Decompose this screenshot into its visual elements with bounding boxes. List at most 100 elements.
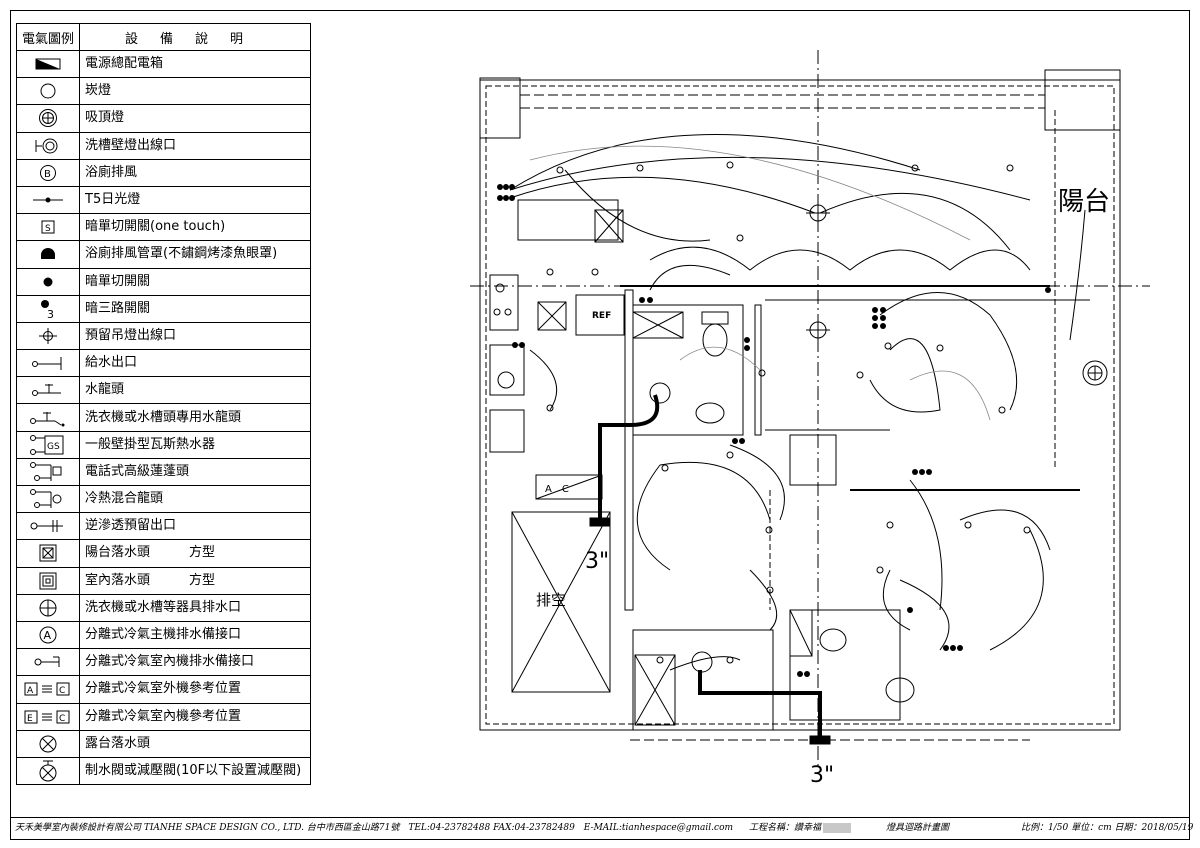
legend-header: 電氣圖例 設備說明 — [16, 23, 311, 51]
gas-heater-icon: GS — [16, 430, 80, 459]
legend-label: 露台落水頭 — [79, 729, 311, 758]
t5-light-icon — [16, 185, 80, 215]
legend-row: 預留吊燈出線口 — [16, 321, 311, 351]
washbasin — [695, 402, 725, 424]
fridge-label: REF — [592, 311, 611, 321]
legend-row: 水龍頭 — [16, 376, 311, 405]
legend-row: 洗衣機或水槽等器具排水口 — [16, 593, 311, 622]
kitchen-sink-box — [594, 209, 624, 243]
bathroom-1 — [632, 304, 744, 436]
svg-text:E: E — [27, 714, 33, 724]
legend-row: 制水閥或減壓閥(10F以下設置減壓閥) — [16, 756, 311, 786]
legend-label: 冷熱混合龍頭 — [79, 484, 311, 514]
ceiling-light-1 — [806, 201, 830, 225]
project-name: 工程名稱：讚幸福 — [749, 818, 853, 839]
ac-diag — [535, 474, 603, 500]
balcony-label: 陽台 — [1058, 187, 1110, 217]
washbasin-2 — [819, 628, 847, 652]
burner — [493, 308, 501, 316]
legend-label: 暗三路開關 — [79, 294, 311, 323]
svg-text:C: C — [59, 714, 65, 724]
legend-row: 電話式高級蓮蓬頭 — [16, 457, 311, 487]
legend-row: T5日光燈 — [16, 185, 311, 215]
kitchen-drain-box — [537, 301, 567, 331]
pressure-valve-icon — [16, 756, 80, 786]
sink-bowl — [497, 371, 515, 389]
riser-label-1: 3" — [585, 549, 609, 574]
floor-drain-2 — [691, 651, 713, 673]
company-info: 天禾美學室內裝修設計有限公司 TIANHE SPACE DESIGN CO., … — [15, 823, 734, 833]
water-outlet-icon — [16, 349, 80, 378]
kitchen-counter-top — [517, 199, 619, 241]
drawing-sheet — [10, 10, 1190, 818]
legend-row: 洗衣機或水槽頭專用水龍頭 — [16, 403, 311, 432]
partition-wall — [624, 289, 634, 611]
redacted-block — [823, 822, 852, 833]
svg-text:B: B — [44, 169, 51, 180]
one-touch-switch-icon: S — [16, 213, 80, 242]
legend-label: T5日光燈 — [79, 185, 311, 215]
outer-wall — [479, 79, 1121, 731]
balcony-ceiling-light — [1082, 360, 1108, 386]
scale-info: 比例：1/50 單位：cm 日期：2018/05/19 — [1021, 823, 1194, 833]
svg-text:S: S — [45, 224, 51, 234]
single-switch-icon — [16, 267, 80, 296]
balcony-drain-icon — [16, 539, 80, 568]
ceiling-light-icon — [16, 104, 80, 133]
drawing-title: 燈具迴路計畫圖 — [886, 823, 950, 833]
legend-label: 給水出口 — [79, 349, 311, 378]
washer-faucet-icon — [16, 403, 80, 432]
burner — [504, 308, 512, 316]
shower-area-2 — [634, 654, 676, 726]
drain-pipe-1 — [598, 394, 660, 520]
legend-label: 室內落水頭 方型 — [79, 566, 311, 595]
floor-drain-1 — [649, 382, 671, 404]
ceiling-light-2 — [806, 318, 830, 342]
legend-row: 露台落水頭 — [16, 729, 311, 758]
shower-tray — [632, 311, 684, 339]
legend-label: 吸頂燈 — [79, 104, 311, 133]
svg-text:A: A — [44, 629, 52, 642]
riser-label-2: 3" — [810, 763, 834, 788]
svg-text:A: A — [27, 686, 34, 696]
switches — [497, 184, 1051, 677]
bathroom-2 — [632, 629, 774, 731]
stove — [489, 274, 519, 331]
toilet-bowl-2 — [885, 677, 915, 703]
bath-fan-icon: B — [16, 158, 80, 187]
terrace-drain-icon — [16, 729, 80, 758]
riser-1 — [589, 517, 611, 527]
legend-row: 逆滲透預留出口 — [16, 512, 311, 541]
legend-label: 電源總配電箱 — [79, 49, 311, 79]
fridge — [575, 294, 625, 336]
drain-pipe-2 — [698, 670, 822, 740]
legend-label: 分離式冷氣室內機參考位置 — [79, 702, 311, 731]
floor-plan: 陽台 排空 REF A C 3" 3" — [470, 50, 1150, 788]
project-prefix: 工程名稱：讚幸福 — [749, 823, 822, 833]
exhaust-hood-icon — [16, 240, 80, 269]
legend-label: 逆滲透預留出口 — [79, 512, 311, 541]
column-top-right — [1044, 69, 1121, 131]
legend-row: 分離式冷氣室內機排水備接口 — [16, 648, 311, 677]
pendant-outlet-icon — [16, 321, 80, 351]
legend-label: 一般壁掛型瓦斯熱水器 — [79, 430, 311, 459]
svg-text:3: 3 — [47, 308, 54, 320]
legend-row: 浴廁排風管罩(不鏽鋼烤漆魚眼罩) — [16, 240, 311, 269]
three-way-switch-icon: 3 — [16, 294, 80, 323]
legend-label: 崁燈 — [79, 77, 311, 106]
void-label: 排空 — [536, 591, 566, 609]
wall-light-outlet-icon — [16, 131, 80, 160]
faucet-icon — [16, 376, 80, 405]
svg-text:C: C — [59, 686, 65, 696]
legend-header-symbol: 電氣圖例 — [16, 23, 80, 51]
shower-head-icon — [16, 457, 80, 487]
legend-row: 給水出口 — [16, 349, 311, 378]
legend-label: 水龍頭 — [79, 376, 311, 405]
closet — [789, 434, 837, 486]
kitchen-sink — [489, 344, 525, 396]
